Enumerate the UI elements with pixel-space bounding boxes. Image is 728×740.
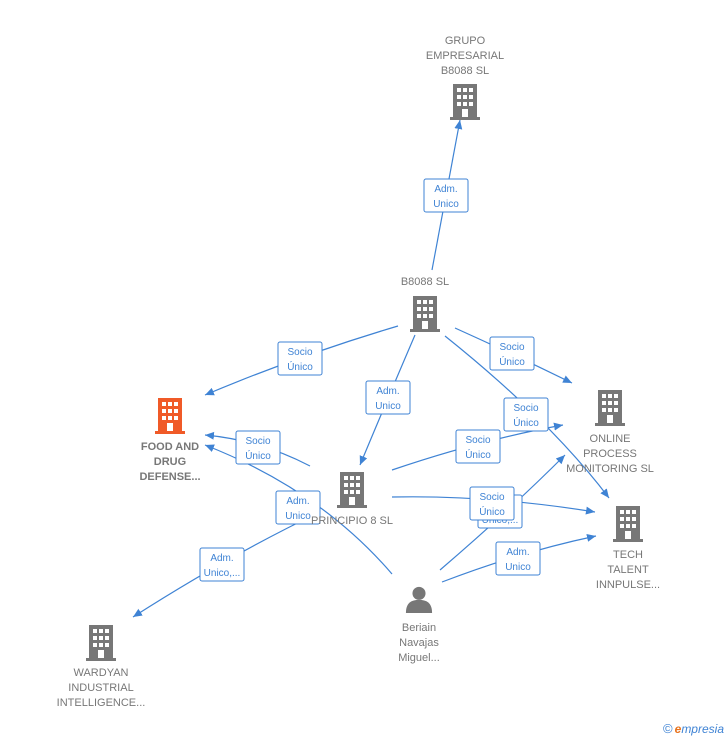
- badge-box: [503, 397, 549, 432]
- node-label-line: B8088 SL: [441, 65, 489, 77]
- badge-text: Unico: [433, 199, 459, 210]
- badge-text: Unico: [375, 401, 401, 412]
- node-label-line: GRUPO: [445, 35, 486, 47]
- badge-text: Único: [287, 360, 313, 373]
- node-principio[interactable]: PRINCIPIO 8 SL: [311, 472, 393, 527]
- badge-box: [495, 541, 541, 576]
- node-food[interactable]: FOOD AND DRUG DEFENSE...: [139, 398, 201, 483]
- node-online[interactable]: ONLINE PROCESS MONITORING SL: [566, 390, 654, 475]
- brand-watermark: ©empresia: [663, 721, 724, 736]
- node-label-line: INTELLIGENCE...: [57, 697, 146, 709]
- node-label-line: Miguel...: [398, 652, 440, 664]
- badge-text: Socio: [287, 347, 312, 358]
- badge-text: Adm.: [506, 547, 529, 558]
- node-label: ONLINE PROCESS MONITORING SL: [566, 433, 654, 475]
- node-label-line: Navajas: [399, 637, 439, 649]
- badge-text: Unico: [285, 511, 311, 522]
- nodes-layer: GRUPO EMPRESARIAL B8088 SL B8088 SL FOOD AND…: [57, 35, 660, 709]
- node-label-line: DEFENSE...: [139, 471, 200, 483]
- badge-text: Socio: [479, 492, 504, 503]
- badge-text: Adm.: [434, 184, 457, 195]
- badge-box: [469, 486, 515, 521]
- badge-box: [365, 380, 411, 415]
- badge-text: Único: [479, 505, 505, 518]
- edge-badge[interactable]: Adm. Unico: [495, 541, 541, 576]
- badge-text: Adm.: [376, 386, 399, 397]
- node-wardyan[interactable]: WARDYAN INDUSTRIAL INTELLIGENCE...: [57, 625, 146, 709]
- node-label-line: TALENT: [607, 564, 649, 576]
- badge-text: Único: [513, 416, 539, 429]
- badge-text: Adm.: [210, 553, 233, 564]
- node-label-line: B8088 SL: [401, 276, 449, 288]
- node-label: WARDYAN INDUSTRIAL INTELLIGENCE...: [57, 667, 146, 709]
- badge-box: [423, 178, 469, 213]
- node-label: GRUPO EMPRESARIAL B8088 SL: [426, 35, 504, 77]
- node-label-line: MONITORING SL: [566, 463, 654, 475]
- building-icon: [410, 296, 440, 332]
- edge-badge[interactable]: Adm. Unico,...: [199, 547, 245, 582]
- edge-badge[interactable]: Adm. Unico: [423, 178, 469, 213]
- badge-text: Único: [499, 355, 525, 368]
- badge-text: Adm.: [286, 496, 309, 507]
- badge-box: [275, 490, 321, 525]
- node-grupo[interactable]: GRUPO EMPRESARIAL B8088 SL: [426, 35, 504, 120]
- node-label-line: PRINCIPIO 8 SL: [311, 515, 393, 527]
- node-tech[interactable]: TECH TALENT INNPULSE...: [596, 506, 660, 591]
- node-label: PRINCIPIO 8 SL: [311, 515, 393, 527]
- node-label-line: Beriain: [402, 622, 436, 634]
- brand-name-first: e: [674, 722, 682, 736]
- node-label-line: DRUG: [154, 456, 186, 468]
- building-icon: [86, 625, 116, 661]
- node-label-line: PROCESS: [583, 448, 637, 460]
- copyright-icon: ©: [663, 721, 673, 736]
- node-b8088[interactable]: B8088 SL: [401, 276, 449, 332]
- badge-text: Socio: [499, 342, 524, 353]
- node-label-line: INDUSTRIAL: [68, 682, 133, 694]
- badge-text: Único: [245, 449, 271, 462]
- badge-text: Socio: [245, 436, 270, 447]
- building-icon: [613, 506, 643, 542]
- badge-box: [489, 336, 535, 371]
- node-label: TECH TALENT INNPULSE...: [596, 549, 660, 591]
- building-icon: [450, 84, 480, 120]
- badge-text: Unico: [505, 562, 531, 573]
- node-label: FOOD AND DRUG DEFENSE...: [139, 441, 200, 483]
- brand-name-rest: mpresia: [681, 722, 724, 736]
- badge-text: Socio: [465, 435, 490, 446]
- badge-box: [235, 430, 281, 465]
- node-label-line: ONLINE: [590, 433, 631, 445]
- node-label-line: EMPRESARIAL: [426, 50, 504, 62]
- person-icon: [405, 586, 433, 613]
- badge-box: [199, 547, 245, 582]
- node-label-line: WARDYAN: [74, 667, 129, 679]
- building-icon: [155, 398, 185, 434]
- badge-box: [277, 341, 323, 376]
- building-icon: [337, 472, 367, 508]
- badge-box: [455, 429, 501, 464]
- badge-text: Único: [465, 448, 491, 461]
- node-label-line: INNPULSE...: [596, 579, 660, 591]
- badge-text: Socio: [513, 403, 538, 414]
- node-label: B8088 SL: [401, 276, 449, 288]
- node-label-line: FOOD AND: [141, 441, 199, 453]
- badge-text: Unico,...: [204, 568, 241, 579]
- node-label-line: TECH: [613, 549, 643, 561]
- edge-badge[interactable]: Adm. Unico: [365, 380, 411, 415]
- building-icon: [595, 390, 625, 426]
- edge-badge[interactable]: Adm. Unico: [275, 490, 321, 525]
- badges-layer: Adm.UnicoSocioÚnicoAdm.UnicoSocioÚnicoSo…: [199, 178, 549, 582]
